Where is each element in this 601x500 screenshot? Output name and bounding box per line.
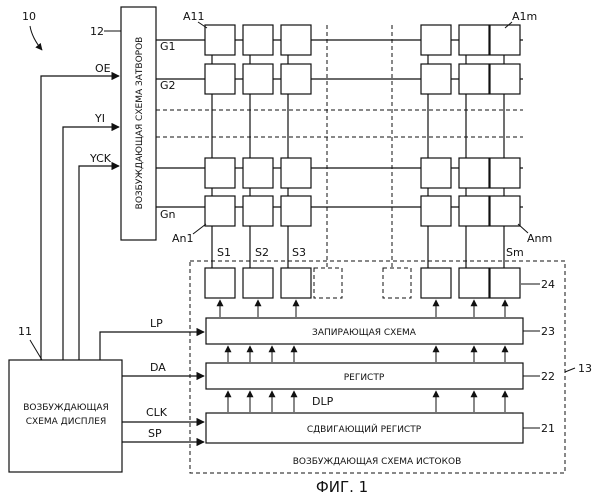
output-buffer-cell <box>421 268 451 298</box>
output-buffer-cell <box>459 268 489 298</box>
shift-register-ref: 21 <box>541 422 555 435</box>
pixel-cell <box>459 64 489 94</box>
pixel-cell <box>490 25 520 55</box>
oe-label: OE <box>95 62 111 75</box>
source-driver-label: ВОЗБУЖДАЮЩАЯ СХЕМА ИСТОКОВ <box>293 457 462 467</box>
da-label: DA <box>150 361 166 374</box>
pixel-an1-leader <box>193 224 206 234</box>
latch-ref: 23 <box>541 325 555 338</box>
pixel-cell <box>281 25 311 55</box>
register-to-latch-arrows <box>228 346 505 362</box>
pixel-cell <box>490 158 520 188</box>
output-buffer-cell-ellipsis <box>314 268 342 298</box>
pixel-label-an1: An1 <box>172 232 194 245</box>
lp-line <box>100 332 204 360</box>
register-label: РЕГИСТР <box>344 373 385 383</box>
output-buffer-cell <box>490 268 520 298</box>
display-driver-ref-leader <box>30 340 42 360</box>
gate-label-g1: G1 <box>160 40 176 53</box>
yck-line <box>79 166 119 360</box>
latch-label: ЗАПИРАЮЩАЯ СХЕМА <box>312 328 417 338</box>
lp-label: LP <box>150 317 163 330</box>
source-label-s3: S3 <box>292 246 306 259</box>
shift-register-label: СДВИГАЮЩИЙ РЕГИСТР <box>307 423 422 435</box>
pixel-cell <box>281 196 311 226</box>
source-driver-ref-leader <box>565 368 575 372</box>
oe-line <box>41 76 119 360</box>
pixel-cell <box>490 196 520 226</box>
display-driver-label-2: СХЕМА ДИСПЛЕЯ <box>26 417 106 427</box>
clk-label: CLK <box>146 406 168 419</box>
shift-to-register-arrows <box>228 391 505 412</box>
pixel-row-n <box>205 196 520 226</box>
output-buffer-ref: 24 <box>541 278 555 291</box>
pixel-cell <box>205 64 235 94</box>
pixel-cell <box>421 196 451 226</box>
gate-label-g2: G2 <box>160 79 176 92</box>
output-buffer-cell <box>281 268 311 298</box>
pixel-row-n-1 <box>205 158 520 188</box>
latch-to-buffer-arrows <box>220 300 505 317</box>
output-buffer-cell-ellipsis <box>383 268 411 298</box>
pixel-cell <box>459 158 489 188</box>
pixel-cell <box>421 158 451 188</box>
pixel-cell <box>205 158 235 188</box>
device-ref-label: 10 <box>22 10 36 23</box>
yi-label: YI <box>94 112 105 125</box>
output-buffer-row <box>205 268 520 298</box>
source-label-sm: Sm <box>506 246 524 259</box>
source-label-s2: S2 <box>255 246 269 259</box>
source-label-s1: S1 <box>217 246 231 259</box>
source-driver-ref: 13 <box>578 362 592 375</box>
pixel-label-a1m: A1m <box>512 10 537 23</box>
pixel-cell <box>243 196 273 226</box>
gate-driver-ref: 12 <box>90 25 104 38</box>
pixel-cell <box>243 158 273 188</box>
pixel-cell <box>459 25 489 55</box>
dlp-label: DLP <box>312 395 334 408</box>
pixel-cell <box>205 25 235 55</box>
pixel-cell <box>281 158 311 188</box>
pixel-cell <box>421 64 451 94</box>
pixel-cell <box>459 196 489 226</box>
register-ref: 22 <box>541 370 555 383</box>
pixel-cell <box>243 25 273 55</box>
device-ref-pointer <box>30 26 42 50</box>
sp-label: SP <box>148 427 162 440</box>
display-driver-box <box>9 360 122 472</box>
pixel-cell <box>205 196 235 226</box>
pixel-cell <box>281 64 311 94</box>
figure-caption: ФИГ. 1 <box>316 478 368 496</box>
yck-label: YCK <box>89 152 112 165</box>
pixel-cell <box>243 64 273 94</box>
pixel-label-anm: Anm <box>527 232 552 245</box>
pixel-label-a11: A11 <box>183 10 205 23</box>
gate-driver-label: ВОЗБУЖДАЮЩАЯ СХЕМА ЗАТВОРОВ <box>135 37 145 210</box>
pixel-cell <box>490 64 520 94</box>
display-driver-label-1: ВОЗБУЖДАЮЩАЯ <box>23 403 109 413</box>
output-buffer-cell <box>243 268 273 298</box>
output-buffer-cell <box>205 268 235 298</box>
pixel-anm-leader <box>518 224 528 233</box>
display-driver-ref: 11 <box>18 325 32 338</box>
gate-label-gn: Gn <box>160 208 176 221</box>
pixel-cell <box>421 25 451 55</box>
